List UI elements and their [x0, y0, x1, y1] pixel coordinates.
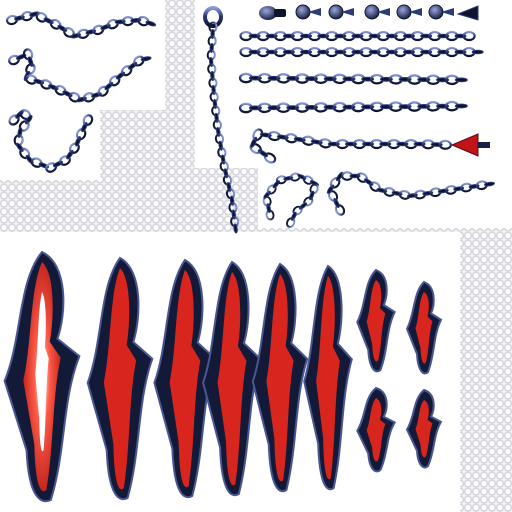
chain-link-column: [206, 21, 240, 234]
blade-core: [366, 280, 386, 362]
chain-link: [335, 171, 344, 182]
chain-swirl-icon: [8, 109, 94, 173]
anchor-bolt-icon: [364, 4, 390, 20]
chain-link: [462, 30, 476, 42]
anchor-bolt-icon: [295, 4, 321, 20]
chain-swirl-icon: [8, 48, 152, 103]
chain-link: [484, 181, 495, 187]
chain-curl-icon: [262, 172, 319, 228]
hanging-chain-icon: [206, 21, 240, 234]
lightning-blade-icon: [3, 250, 81, 503]
hook-chain-icon: [249, 128, 452, 164]
anchor-bolt-icon: [456, 5, 479, 21]
chain-link: [140, 56, 152, 62]
blade-core: [415, 400, 433, 458]
anchor-bolt-icon: [428, 4, 454, 20]
blade-core: [169, 270, 201, 488]
anchor-bolt-icon: [328, 4, 354, 20]
anchor-bolt-icon: [259, 6, 286, 20]
blade-core: [366, 398, 386, 462]
blade-core: [266, 274, 294, 482]
lightning-blade-icon: [303, 264, 353, 491]
chain-link: [471, 49, 484, 55]
chain-link: [454, 103, 468, 109]
chain-swirl-group: [5, 10, 157, 173]
hanging-chain: [203, 6, 240, 234]
hooked-chain: [249, 128, 490, 164]
lightning-blade-icon: [356, 268, 397, 473]
blade-core: [217, 272, 247, 486]
chain-swirl-icon: [5, 10, 157, 39]
lightning-blade-icon: [251, 262, 309, 493]
lightning-blade-icon: [405, 280, 443, 469]
lightning-blade-icon: [153, 258, 217, 499]
blade-core: [316, 276, 340, 480]
chain-link: [286, 217, 296, 228]
curled-chain-group: [262, 171, 495, 228]
chain-segment-icon: [238, 100, 468, 114]
arrow-shaft: [478, 142, 490, 148]
blade-core: [103, 268, 137, 490]
blade-highlight: [35, 292, 49, 452]
chain-curl-icon: [326, 171, 495, 216]
anchor-bolt-row: [259, 4, 479, 21]
chain-segment-rows: [238, 30, 484, 114]
chain-link: [252, 128, 264, 142]
lightning-blade-row: [3, 250, 443, 503]
chain-link: [145, 20, 157, 27]
lightning-blade-icon: [202, 260, 263, 497]
chain-segment-icon: [239, 46, 484, 58]
anchor-bolt-icon: [396, 4, 422, 20]
chain-link: [82, 114, 94, 127]
lightning-blade-icon: [86, 256, 154, 501]
chain-link: [454, 77, 468, 83]
chain-link: [233, 223, 238, 234]
chain-segment-icon: [239, 30, 476, 42]
chain-segment-icon: [238, 72, 468, 86]
chain-ring-icon: [203, 6, 223, 28]
blade-core: [415, 292, 433, 364]
